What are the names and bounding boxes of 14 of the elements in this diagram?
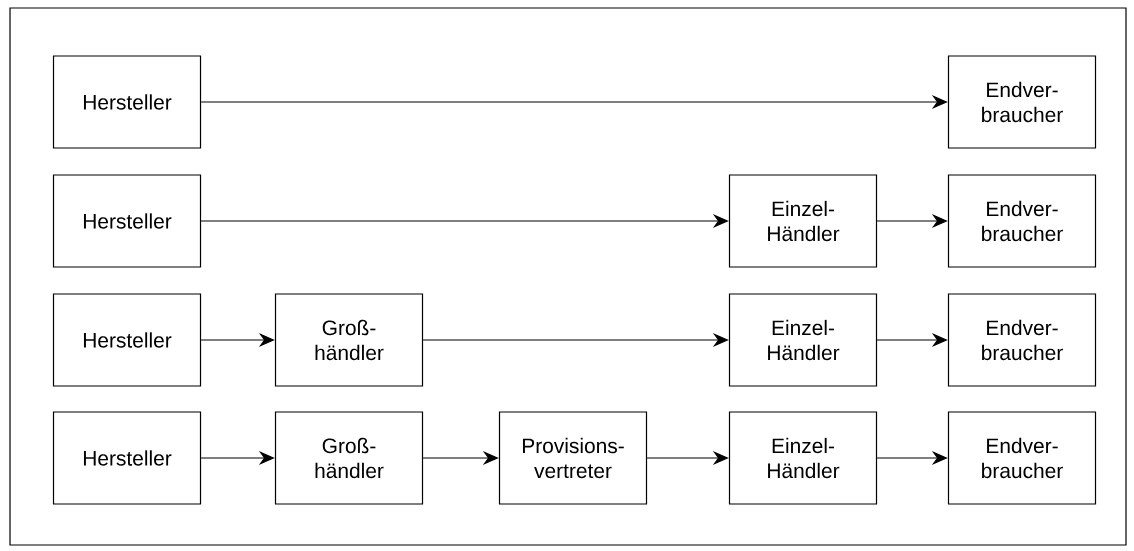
box: Endver- braucher	[947, 174, 1097, 268]
box: Hersteller	[52, 293, 202, 387]
box: Endver- braucher	[947, 411, 1097, 505]
box: Hersteller	[52, 55, 202, 149]
box: Endver- braucher	[947, 55, 1097, 149]
box: Endver- braucher	[947, 293, 1097, 387]
box: Hersteller	[52, 411, 202, 505]
box: Groß- händler	[274, 411, 424, 505]
box: Einzel- Händler	[728, 411, 878, 505]
box: Einzel- Händler	[728, 293, 878, 387]
box: Einzel- Händler	[728, 174, 878, 268]
box: Groß- händler	[274, 293, 424, 387]
box: Hersteller	[52, 174, 202, 268]
box: Provisions- vertreter	[498, 411, 648, 505]
